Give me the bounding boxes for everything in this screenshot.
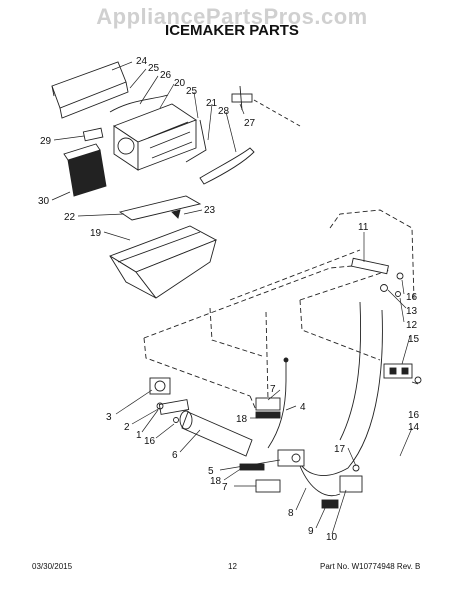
part-30-block: [63, 143, 107, 197]
part-11-bracket: [351, 257, 389, 275]
part-29-pad: [82, 127, 104, 142]
part-13-clip: [380, 284, 388, 292]
part-5-heater: [277, 449, 305, 467]
part-22-shield: [118, 195, 202, 221]
callout-10: 10: [326, 532, 338, 543]
callout-14: 14: [408, 422, 420, 433]
callout-30: 30: [38, 196, 50, 207]
callout-17: 17: [334, 444, 346, 455]
part-3-valve: [149, 377, 171, 395]
callout-25b: 25: [186, 86, 198, 97]
cabinet-outline: [143, 209, 415, 411]
callout-9: 9: [308, 526, 314, 537]
callout-2: 2: [124, 422, 130, 433]
callout-5: 5: [208, 466, 214, 477]
part-19-bucket: [108, 225, 218, 299]
callout-16: 16: [406, 292, 418, 303]
callout-26: 26: [160, 70, 172, 81]
part-23-clip: [171, 209, 181, 219]
part-2-fitting: [158, 399, 190, 415]
part-14-water-line: [295, 309, 383, 476]
part-27-fitting: [231, 85, 253, 111]
callout-7b: 7: [222, 482, 228, 493]
watermark: AppliancePartsPros.com: [96, 4, 368, 29]
callout-15: 15: [408, 334, 420, 345]
part-18-tape: [255, 411, 281, 419]
footer-page-number: 12: [228, 562, 237, 571]
callout-6: 6: [172, 450, 178, 461]
callout-13: 13: [406, 306, 418, 317]
callout-3: 3: [106, 412, 112, 423]
callout-18b: 18: [210, 476, 222, 487]
part-10-block: [339, 475, 363, 493]
callout-1: 1: [136, 430, 142, 441]
part-16-screw-c: [173, 417, 179, 423]
callout-29: 29: [40, 136, 52, 147]
callout-28: 28: [218, 106, 230, 117]
callout-19: 19: [90, 228, 102, 239]
part-8-cord: [299, 465, 341, 496]
footer-date: 03/30/2015: [32, 562, 73, 571]
callout-27: 27: [244, 118, 256, 129]
callout-23: 23: [204, 205, 216, 216]
part-21-arm: [185, 119, 207, 163]
callout-20: 20: [174, 78, 186, 89]
callout-24: 24: [136, 56, 148, 67]
part-17-screw: [352, 464, 360, 472]
part-24-bracket: [51, 61, 129, 119]
callout-21: 21: [206, 98, 218, 109]
part-7-insulation: [255, 397, 281, 411]
callout-7: 7: [270, 384, 276, 395]
part-6-fill-tube: [179, 410, 253, 457]
part-28-tray: [199, 147, 255, 185]
part-16-screw-b: [414, 376, 422, 384]
callout-11: 11: [358, 222, 369, 233]
part-15-bracket: [383, 363, 413, 379]
part-20-icemaker: [113, 103, 197, 171]
part-7-insulation-b: [255, 479, 281, 493]
callout-12: 12: [406, 320, 418, 331]
callout-4: 4: [300, 402, 306, 413]
callout-25: 25: [148, 63, 160, 74]
callout-16b: 16: [408, 410, 420, 421]
callout-16c: 16: [144, 436, 156, 447]
part-12-grommet: [395, 291, 401, 297]
callout-18: 18: [236, 414, 248, 425]
part-1-nut: [156, 402, 164, 410]
callout-22: 22: [64, 212, 76, 223]
callout-8: 8: [288, 508, 294, 519]
page-title: ICEMAKER PARTS: [165, 22, 299, 39]
part-4-tube: [267, 360, 287, 449]
part-26-harness: [109, 94, 169, 113]
footer-part-number: Part No. W10774948 Rev. B: [320, 562, 421, 571]
part-16-screw: [396, 272, 404, 280]
part-9-connector: [321, 499, 339, 509]
